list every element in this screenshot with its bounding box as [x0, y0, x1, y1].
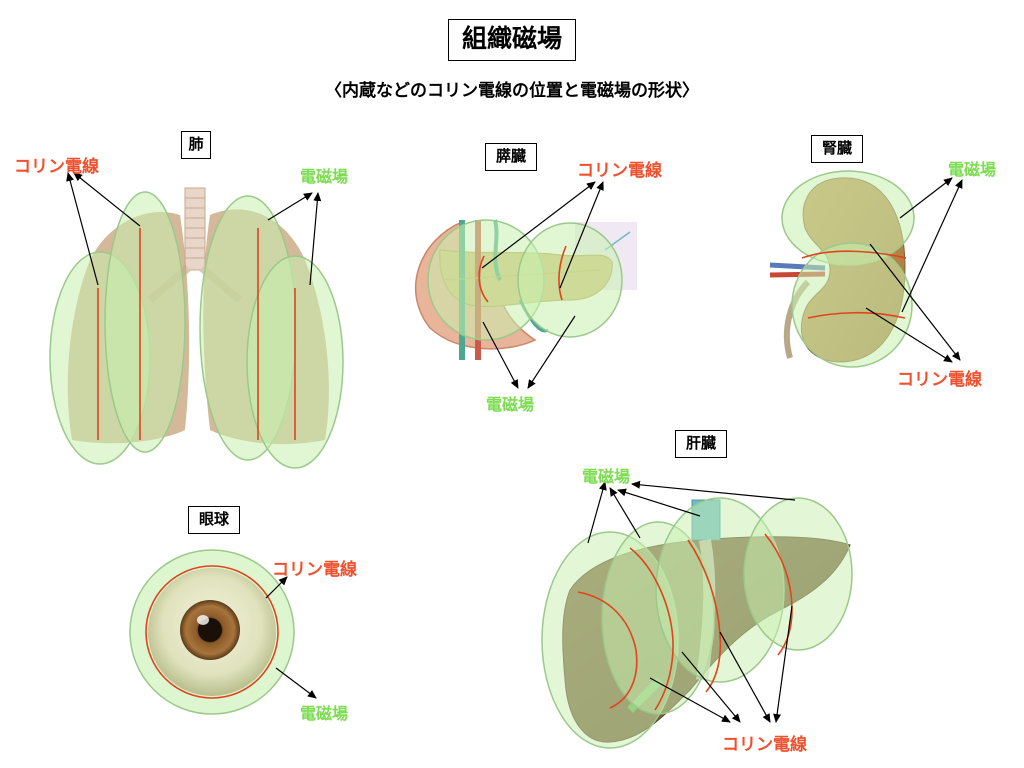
eye-arrows [265, 576, 317, 699]
liver-coils [577, 533, 793, 711]
eye-illustration [129, 549, 295, 715]
kidney-coils [801, 250, 907, 319]
pancreas-field-ellipses [427, 219, 623, 341]
liver-field-ellipses [541, 497, 853, 749]
liver-arrows [587, 480, 796, 723]
eye-coil-label: コリン電線 [272, 560, 357, 580]
kidney-field-ellipses [781, 170, 915, 368]
pancreas-coil-label: コリン電線 [577, 161, 662, 181]
organ-label-kidney: 腎臓 [811, 135, 863, 163]
lung-coil-label: コリン電線 [14, 157, 99, 177]
pancreas-arrows [481, 181, 604, 389]
eye-field-label: 電磁場 [300, 704, 349, 723]
kidney-arrows [865, 177, 963, 363]
lung-coils [97, 228, 296, 440]
organ-label-eye: 眼球 [188, 506, 240, 534]
liver-field-label: 電磁場 [582, 467, 631, 486]
pancreas-field-label: 電磁場 [486, 395, 535, 414]
kidney-field-label: 電磁場 [948, 160, 997, 179]
lung-arrows [66, 172, 322, 286]
page-title: 組織磁場 [448, 19, 576, 61]
organ-label-liver: 肝臓 [675, 430, 727, 458]
organ-label-lung: 肺 [181, 131, 211, 159]
page-subtitle: 〈内蔵などのコリン電線の位置と電磁場の形状〉 [325, 81, 699, 101]
kidney-coil-label: コリン電線 [897, 370, 982, 390]
liver-coil-label: コリン電線 [722, 735, 807, 755]
organ-label-pancreas: 膵臓 [485, 143, 537, 171]
pancreas-coils [478, 245, 567, 303]
lung-field-label: 電磁場 [300, 167, 349, 186]
